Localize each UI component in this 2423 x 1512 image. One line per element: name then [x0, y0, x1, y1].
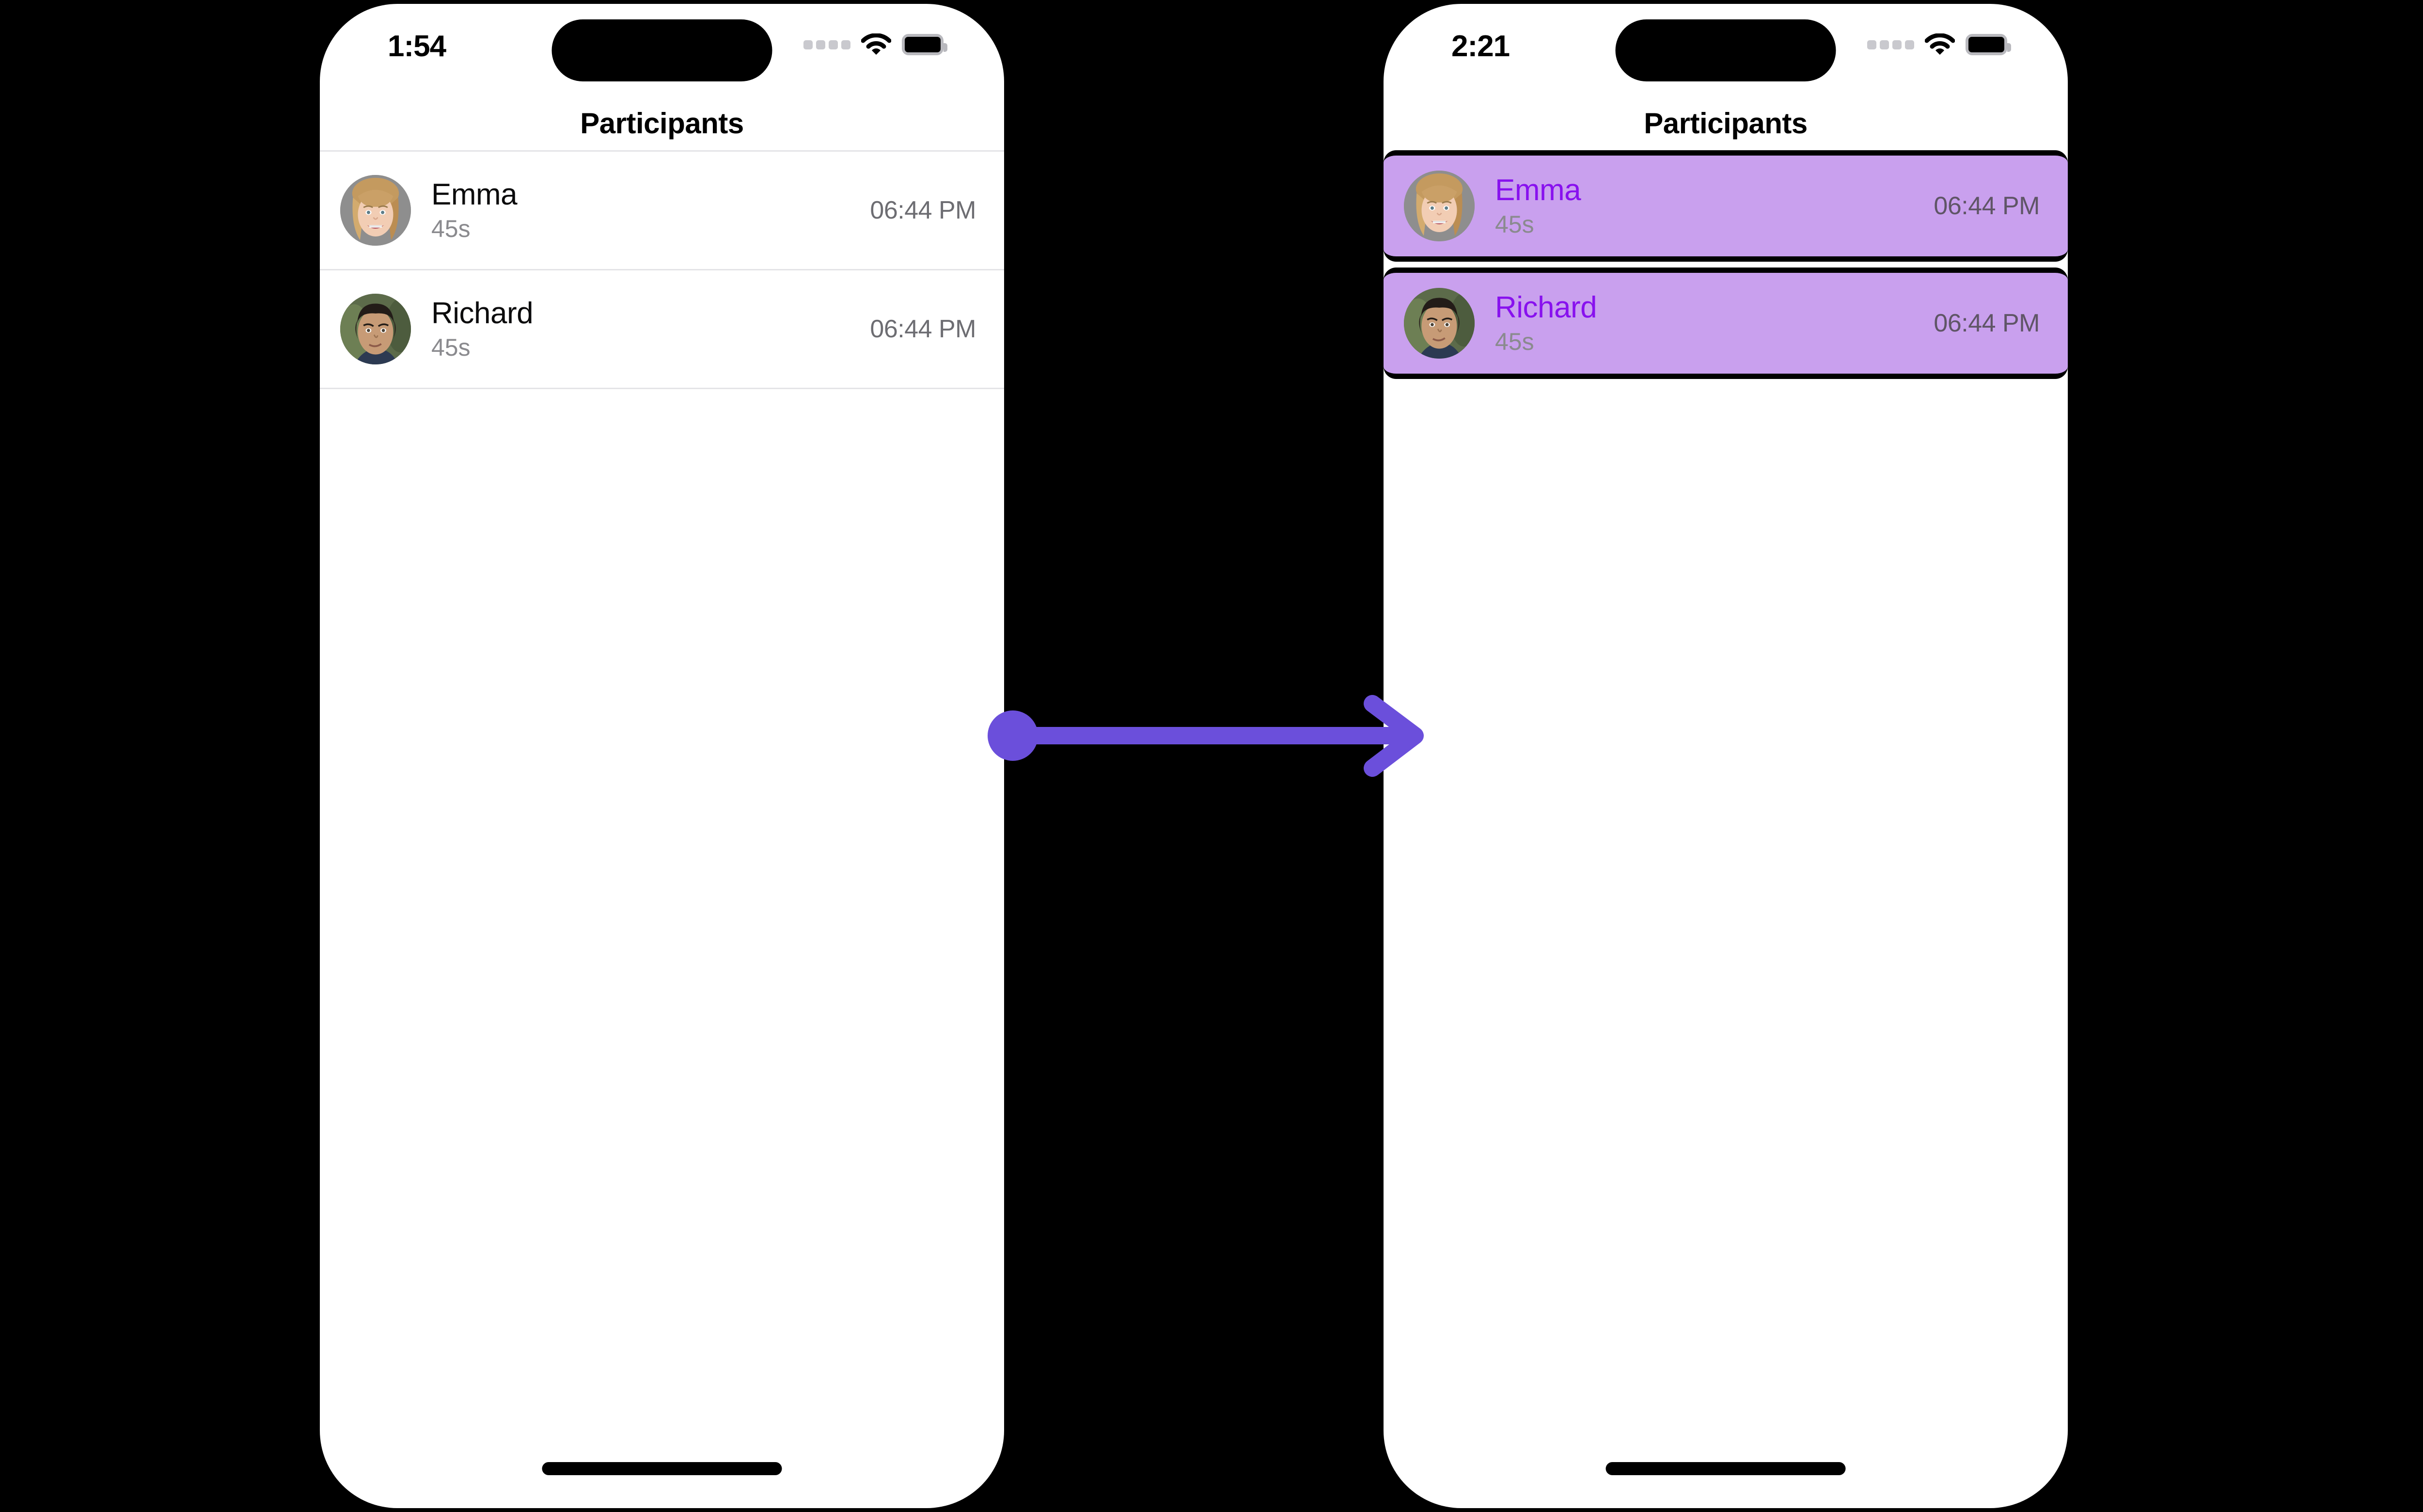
participant-list-after: Emma 45s 06:44 PM — [1384, 150, 2068, 379]
avatar-emma — [1404, 171, 1475, 241]
participant-time: 06:44 PM — [1934, 309, 2040, 337]
participant-name: Emma — [1495, 173, 1581, 207]
battery-icon — [1966, 34, 2011, 55]
home-indicator[interactable] — [1605, 1462, 1846, 1475]
participant-duration: 45s — [431, 215, 471, 242]
dynamic-island — [1615, 19, 1836, 81]
participant-duration: 45s — [431, 334, 471, 361]
row-texts: Richard 45s — [1495, 293, 1934, 354]
status-bar-after: 2:21 — [1384, 4, 2068, 96]
participant-time: 06:44 PM — [870, 315, 976, 343]
status-bar-before: 1:54 — [320, 4, 1004, 96]
status-time: 1:54 — [388, 30, 446, 63]
phone-after: 2:21 Participants — [1384, 4, 2068, 1508]
wifi-icon — [861, 33, 891, 56]
row-texts: Emma 45s — [431, 180, 870, 241]
table-row[interactable]: Richard 45s 06:44 PM — [320, 269, 1004, 389]
row-texts: Emma 45s — [1495, 173, 1934, 238]
row-texts: Richard 45s — [431, 299, 870, 360]
home-indicator[interactable] — [542, 1462, 782, 1475]
avatar-richard — [340, 294, 411, 364]
cellular-dots-icon — [1867, 40, 1914, 49]
participant-name: Emma — [431, 178, 518, 211]
phone-before: 1:54 Participants — [320, 4, 1004, 1508]
participant-duration: 45s — [1495, 328, 1534, 355]
page-title: Participants — [580, 107, 744, 140]
avatar-emma — [340, 175, 411, 246]
status-indicators — [803, 31, 947, 59]
status-time: 2:21 — [1451, 30, 1510, 63]
table-row[interactable]: Emma 45s 06:44 PM — [320, 150, 1004, 269]
avatar-richard — [1404, 288, 1475, 359]
cellular-dots-icon — [803, 40, 850, 49]
page-title: Participants — [1644, 107, 1808, 140]
participant-duration: 45s — [1495, 211, 1534, 238]
table-row-selected[interactable]: Richard 45s 06:44 PM — [1384, 268, 2068, 379]
table-row-selected[interactable]: Emma 45s 06:44 PM — [1384, 150, 2068, 262]
nav-bar-after: Participants — [1384, 96, 2068, 150]
participant-list-before: Emma 45s 06:44 PM — [320, 150, 1004, 389]
participant-name: Richard — [1495, 291, 1597, 324]
nav-bar-before: Participants — [320, 96, 1004, 150]
dynamic-island — [551, 19, 772, 81]
wifi-icon — [1925, 33, 1955, 56]
participant-name: Richard — [431, 297, 534, 330]
battery-icon — [902, 34, 947, 55]
participant-time: 06:44 PM — [1934, 192, 2040, 220]
participant-time: 06:44 PM — [870, 196, 976, 224]
status-indicators — [1867, 31, 2011, 59]
